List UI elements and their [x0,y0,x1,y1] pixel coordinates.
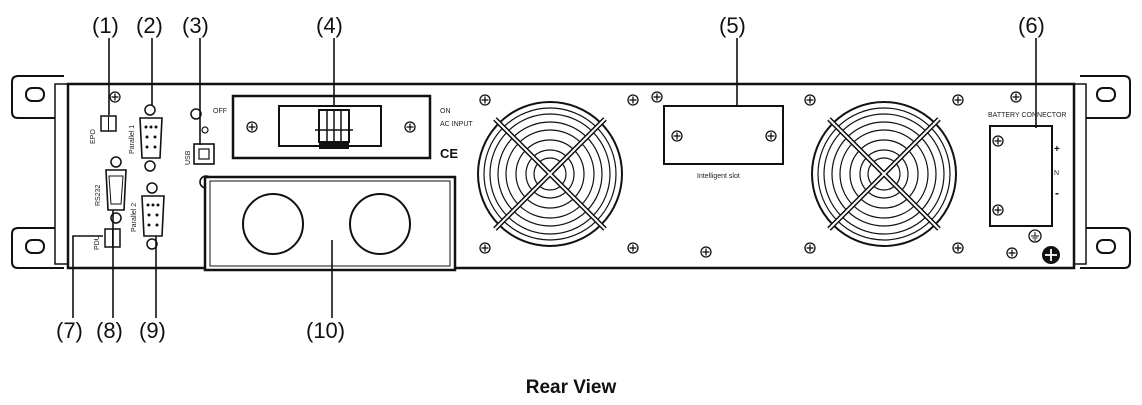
intelligent-slot: Intelligent slot [663,105,784,180]
callout-10: (10) [306,318,345,343]
ground-icon [1028,229,1042,243]
parallel2-label: Parallel 2 [131,203,138,232]
ac-input-breaker: OFF ON AC INPUT CE [213,94,473,161]
battery-connector-label: BATTERY CONNECTOR [988,112,1066,119]
callout-leaders [72,38,1037,318]
rs232-label: RS232 [95,184,102,206]
left-rack-ear [11,75,70,269]
callout-2: (2) [136,13,163,38]
power-socket-panel [203,175,457,272]
callout-4: (4) [316,13,343,38]
battery-plus-label: + [1054,144,1060,155]
callout-6: (6) [1018,13,1045,38]
callout-7: (7) [56,318,83,343]
usb-label: USB [185,150,192,165]
parallel2-port: Parallel 2 [131,182,165,250]
figure-caption: Rear View [525,377,617,398]
battery-minus-label: - [1055,186,1059,200]
battery-connector: BATTERY CONNECTOR + N - [988,112,1066,264]
parallel1-label: Parallel 1 [129,125,136,154]
callout-8: (8) [96,318,123,343]
callout-3: (3) [182,13,209,38]
intelligent-slot-label: Intelligent slot [697,173,740,180]
cooling-fan-right [812,102,956,246]
ground-screw [1042,246,1060,264]
on-label: ON [440,108,451,115]
callout-5: (5) [719,13,746,38]
cooling-fan-left [478,102,622,246]
callout-9: (9) [139,318,166,343]
epo-connector: EPO [90,115,117,144]
off-label: OFF [213,108,227,115]
pdu-label: PDU [94,235,101,250]
epo-label: EPO [90,129,97,144]
right-rack-ear [1071,75,1131,269]
callout-1: (1) [92,13,119,38]
battery-n-label: N [1054,170,1059,177]
ac-input-label: AC INPUT [440,121,473,128]
ce-mark: CE [440,146,458,161]
parallel1-port: Parallel 1 [129,104,163,172]
